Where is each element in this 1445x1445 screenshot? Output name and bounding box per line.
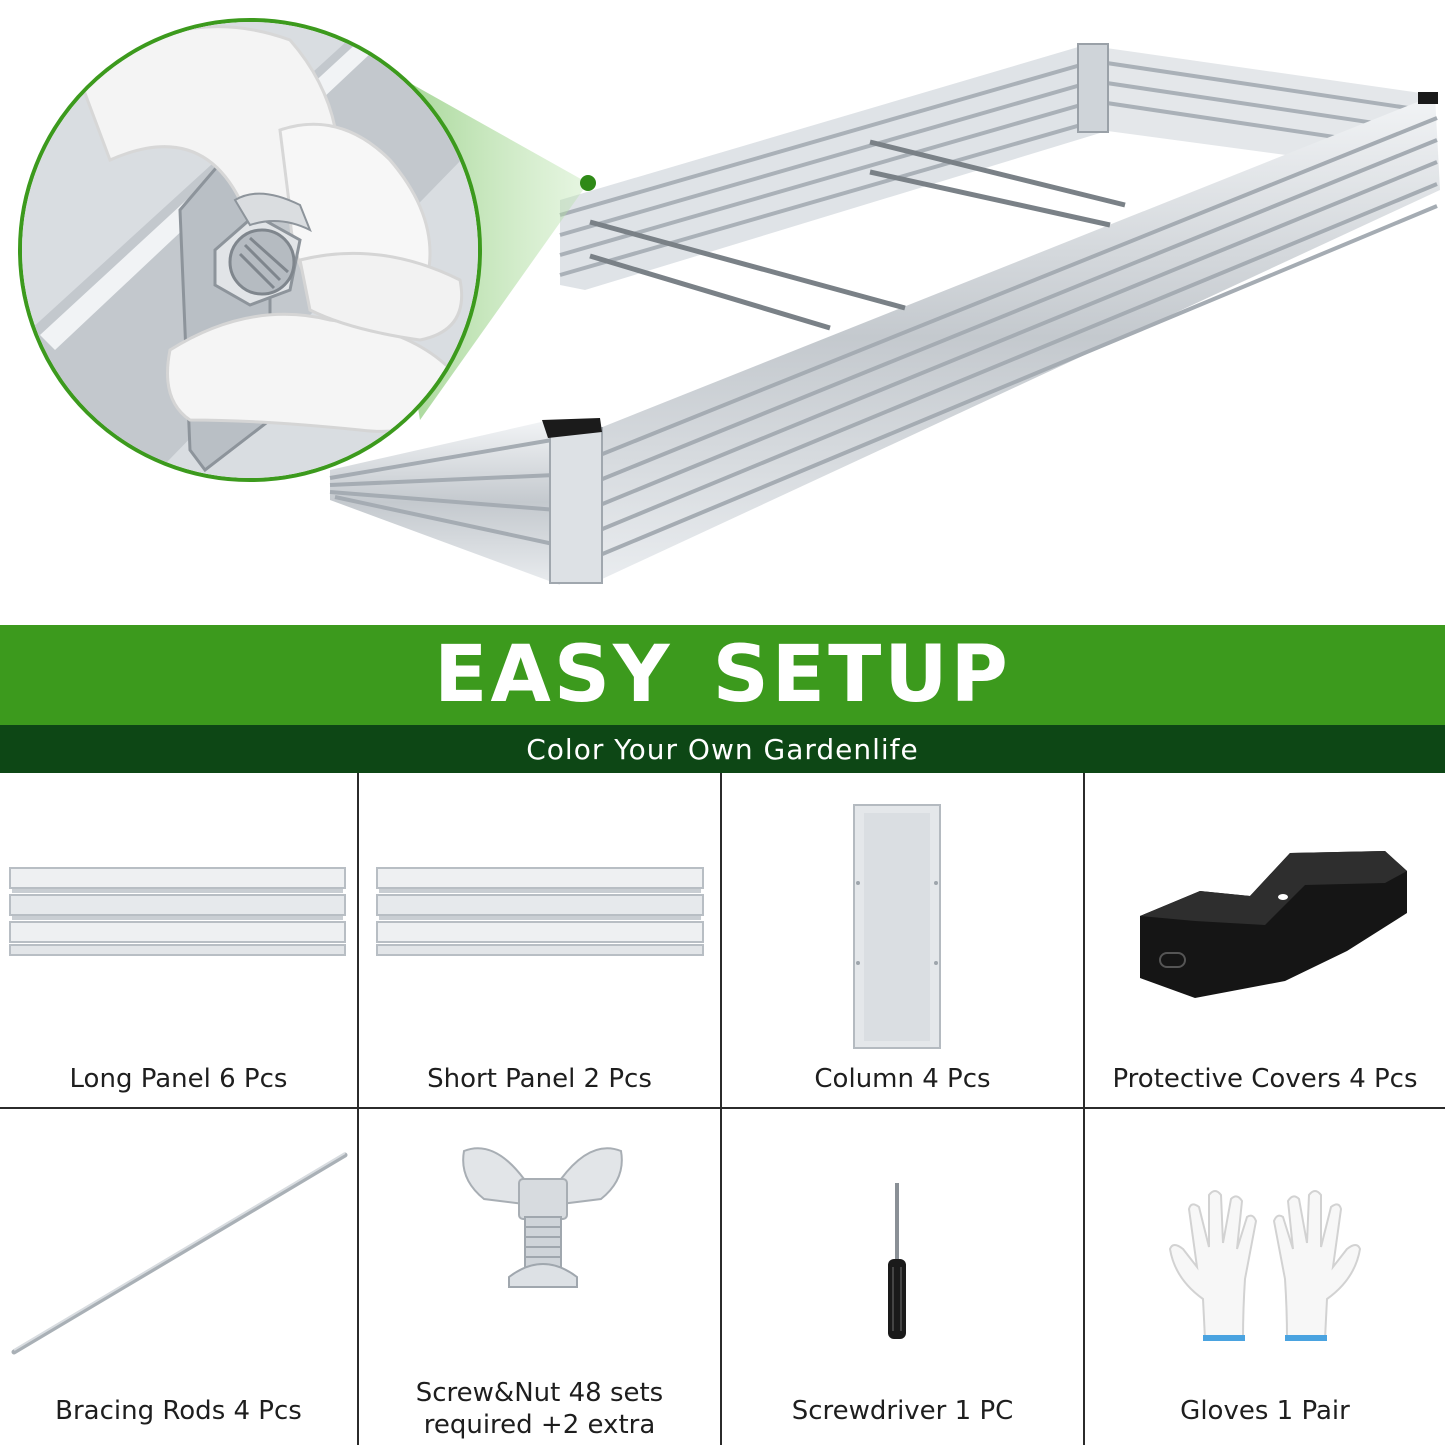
part-screwdriver: Screwdriver 1 PC <box>722 1109 1085 1445</box>
hero-illustration <box>0 0 1445 625</box>
bracing-rod-image <box>11 1152 348 1355</box>
bolt-closeup-circle <box>18 18 482 482</box>
part-long-panel: Long Panel 6 Pcs <box>0 773 359 1109</box>
screwdriver-image <box>888 1183 906 1339</box>
part-bracing-rods: Bracing Rods 4 Pcs <box>0 1109 359 1445</box>
subtitle-bar: Color Your Own Gardenlife <box>0 725 1445 773</box>
protective-cover-image <box>1140 851 1407 998</box>
banner: EASY SETUP <box>0 625 1445 725</box>
part-label: Screwdriver 1 PC <box>791 1396 1014 1426</box>
bed-far-side <box>559 45 1110 290</box>
part-column: Column 4 Pcs <box>722 773 1085 1109</box>
wing-nut-screw-image <box>462 1147 623 1288</box>
part-label: Long Panel 6 Pcs <box>69 1064 288 1094</box>
bed-left-side <box>329 420 560 585</box>
banner-subtitle: Color Your Own Gardenlife <box>526 732 919 766</box>
bed-bracing-rods <box>589 139 1126 331</box>
part-gloves: Gloves 1 Pair <box>1085 1109 1445 1445</box>
zoom-point-dot <box>580 175 596 191</box>
long-panel-image <box>9 867 346 956</box>
part-label: Bracing Rods 4 Pcs <box>55 1396 302 1426</box>
parts-grid: Long Panel 6 Pcs Short Panel 2 Pcs Colum… <box>0 773 1445 1445</box>
part-screw-nut: Screw&Nut 48 sets required +2 extra <box>359 1109 722 1445</box>
part-label-line2: required +2 extra <box>423 1410 656 1440</box>
banner-title: EASY SETUP <box>434 630 1011 720</box>
part-label-line1: Screw&Nut 48 sets <box>415 1378 664 1408</box>
front-column <box>542 418 603 584</box>
part-label: Gloves 1 Pair <box>1180 1396 1350 1426</box>
part-label: Short Panel 2 Pcs <box>427 1064 652 1094</box>
bed-near-side <box>595 92 1440 580</box>
part-protective-cover: Protective Covers 4 Pcs <box>1085 773 1445 1109</box>
column-image <box>853 804 941 1049</box>
part-short-panel: Short Panel 2 Pcs <box>359 773 722 1109</box>
part-label: Protective Covers 4 Pcs <box>1112 1064 1418 1094</box>
part-label: Column 4 Pcs <box>814 1064 991 1094</box>
short-panel-image <box>376 867 704 956</box>
gloves-image <box>1168 1190 1362 1341</box>
